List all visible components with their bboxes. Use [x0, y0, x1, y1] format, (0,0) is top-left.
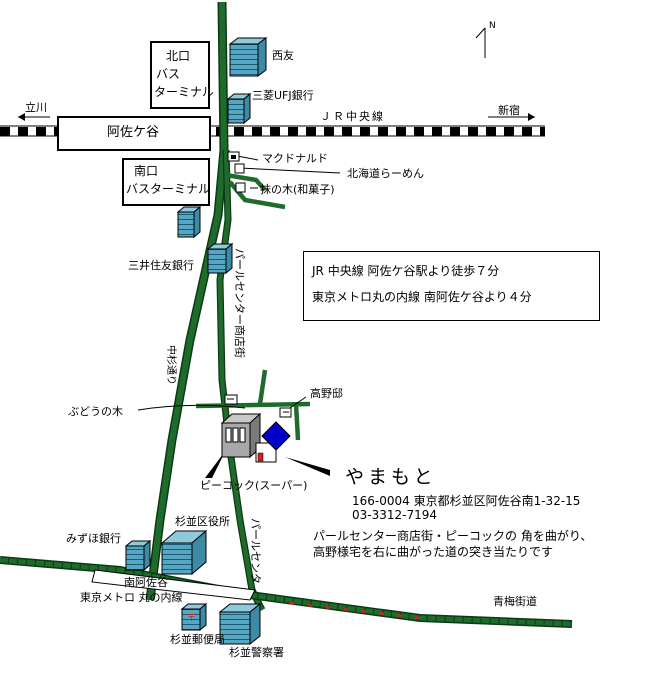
- police-building: [218, 602, 262, 646]
- minami-asagaya-label: 南阿佐谷: [124, 576, 168, 589]
- access-jr: JR 中央線 阿佐ケ谷駅より徒歩７分: [312, 264, 500, 278]
- mufg-label: 三菱UFJ銀行: [252, 89, 314, 102]
- seiyu-building: [228, 37, 268, 77]
- label-nakasugi: 中杉通り: [165, 345, 178, 385]
- access-metro: 東京メトロ丸の内線 南阿佐ケ谷より４分: [312, 290, 532, 304]
- mizuho-building: [124, 539, 152, 572]
- ward-office-label: 杉並区役所: [175, 515, 230, 528]
- small-building: [176, 205, 202, 239]
- smbc-label: 三井住友銀行: [128, 259, 194, 272]
- budou-label: ぶどうの木: [68, 405, 123, 418]
- police-label: 杉並警察署: [229, 646, 284, 659]
- smbc-building: [206, 242, 234, 275]
- access-info-box: JR 中央線 阿佐ケ谷駅より徒歩７分 東京メトロ丸の内線 南阿佐ケ谷より４分: [303, 251, 600, 321]
- destination-pointer: [285, 457, 330, 476]
- north-arrow-icon: [475, 27, 486, 58]
- north-bus-terminal: 北口 バス ターミナル: [150, 41, 214, 109]
- north-terminal-line-3: ターミナル: [154, 85, 215, 99]
- jr-chuo-label: ＪＲ中央線: [320, 110, 385, 123]
- destination-directions-1: パールセンター商店街・ピーコックの 角を曲がり、: [313, 529, 593, 543]
- destination-phone: 03-3312-7194: [352, 508, 438, 522]
- wagashi-marker: [235, 182, 246, 193]
- hokkaido-ramen-label: 北海道らーめん: [347, 167, 424, 180]
- post-office-label: 杉並郵便局: [170, 633, 225, 646]
- south-terminal-line-2: バスターミナル: [126, 182, 211, 196]
- asagaya-station-label: 阿佐ケ谷: [107, 125, 160, 140]
- shinjuku-label: 新宿: [498, 104, 520, 117]
- svg-text:〒: 〒: [187, 614, 196, 624]
- peacock-building: [220, 412, 262, 459]
- south-terminal-line-1: 南口: [134, 164, 159, 178]
- marunouchi-line: [91, 569, 256, 601]
- destination-directions-2: 高野様宅を右に曲がった道の突き当たりです: [313, 545, 554, 559]
- marunouchi-label: 東京メトロ 丸の内線: [80, 591, 183, 604]
- arrow-left-icon: [18, 113, 50, 121]
- takano-label: 高野邸: [310, 387, 343, 400]
- svg-text:中杉通り: 中杉通り: [165, 345, 178, 385]
- pointer-lines: [137, 154, 341, 411]
- north-label: N: [489, 21, 496, 31]
- north-terminal-line-1: 北口: [166, 49, 191, 63]
- mizuho-label: みずほ銀行: [66, 532, 121, 545]
- south-bus-terminal: 南口 バスターミナル: [122, 158, 210, 206]
- ramen-marker: [234, 163, 245, 174]
- budou-marker: [224, 394, 238, 405]
- label-pearl-center-lower: パールセンタ: [249, 518, 262, 584]
- svg-text:パールセンタ: パールセンタ: [249, 518, 262, 584]
- tachikawa-label: 立川: [25, 101, 47, 114]
- destination-address: 166-0004 東京都杉並区阿佐谷南1-32-15: [352, 494, 581, 508]
- takano-house: [255, 421, 291, 463]
- asagaya-station: 阿佐ケ谷: [57, 116, 211, 151]
- label-pearl-center-upper: パールセンター商店街: [233, 248, 247, 358]
- post-office-building: 〒: [180, 602, 208, 632]
- nakasugi-road: [145, 1, 229, 601]
- svg-text:パールセンター商店街: パールセンター商店街: [233, 248, 247, 358]
- peacock-label: ピーコック(スーパー): [200, 479, 308, 492]
- ward-office-building: [160, 529, 208, 576]
- wagashi-label: 抹の木(和菓子): [260, 183, 335, 196]
- mcdonalds-marker: [227, 151, 240, 162]
- peacock-pointer: [205, 450, 226, 478]
- north-terminal-line-2: バス: [156, 67, 181, 81]
- mufg-building: [226, 92, 252, 125]
- destination-name: やまもと: [345, 466, 437, 488]
- takano-marker: [279, 407, 292, 418]
- ome-kaido-label: 青梅街道: [493, 595, 537, 608]
- seiyu-label: 西友: [272, 49, 294, 62]
- arrow-right-icon: [488, 113, 535, 121]
- pearl-center-street: [216, 149, 266, 612]
- mcdonalds-label: マクドナルド: [262, 152, 328, 165]
